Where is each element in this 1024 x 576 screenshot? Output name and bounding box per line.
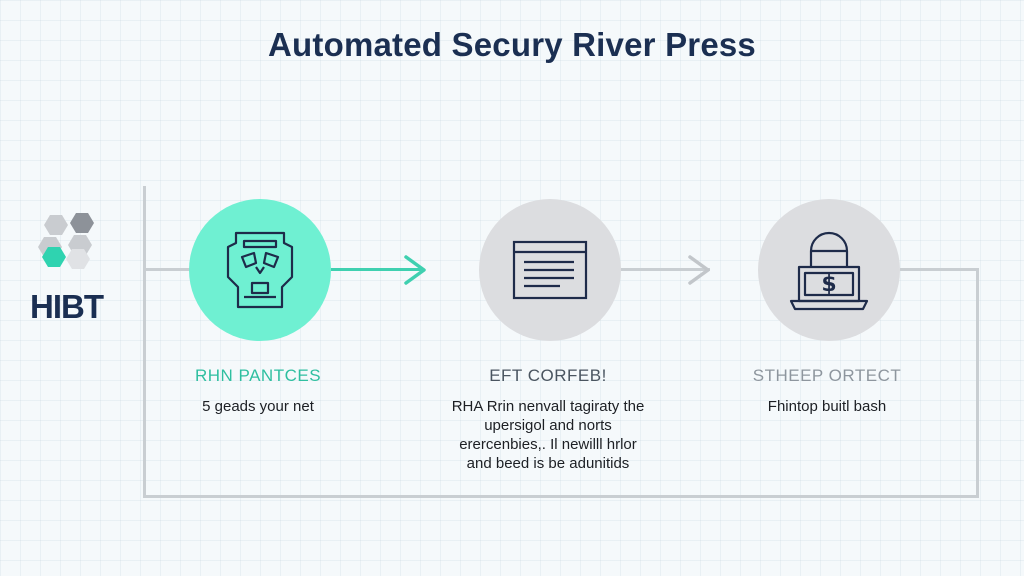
svg-text:$: $ [821,272,836,297]
step-label-3: STHEEP ORTECT [752,366,902,385]
arrow-right-icon [688,255,710,285]
document-icon [512,240,588,300]
connector-start [146,268,190,271]
shield-face-icon [226,231,294,309]
brand-name: HIBT [30,288,104,325]
description-line: upersigol and norts [484,417,612,434]
description-line: RHA Rrin nenvall tagiraty the [451,398,645,415]
frame-right-line [976,268,979,498]
connector-end [900,268,978,271]
step-label-2: EFT CORFEB! [489,366,607,385]
step-description-1: 5 geads your net [128,397,388,416]
arrow-right-icon [404,255,426,285]
step-node-1 [189,199,331,341]
frame-left-line [143,186,146,498]
description-line: 5 geads your net [202,398,314,415]
description-line: erercenbies,. Il newilll hrlor [459,436,637,453]
description-line: Fhintop buitl bash [767,398,887,415]
connector-step2-step3 [620,268,710,271]
connector-step1-step2 [331,268,421,271]
step-node-3: $ [758,199,900,341]
frame-bottom-line [143,495,979,498]
description-line: and beed is be adunitids [466,455,630,472]
page-title: Automated Secury River Press [268,26,756,63]
step-label-1: RHN PANTCES [194,366,322,385]
hibt-logo-icon [38,213,94,269]
step-node-2 [479,199,621,341]
step-description-3: Fhintop buitl bash [697,397,957,416]
step-description-2: RHA Rrin nenvall tagiraty the upersigol … [418,397,678,473]
dollar-lock-icon: $ [789,231,869,311]
